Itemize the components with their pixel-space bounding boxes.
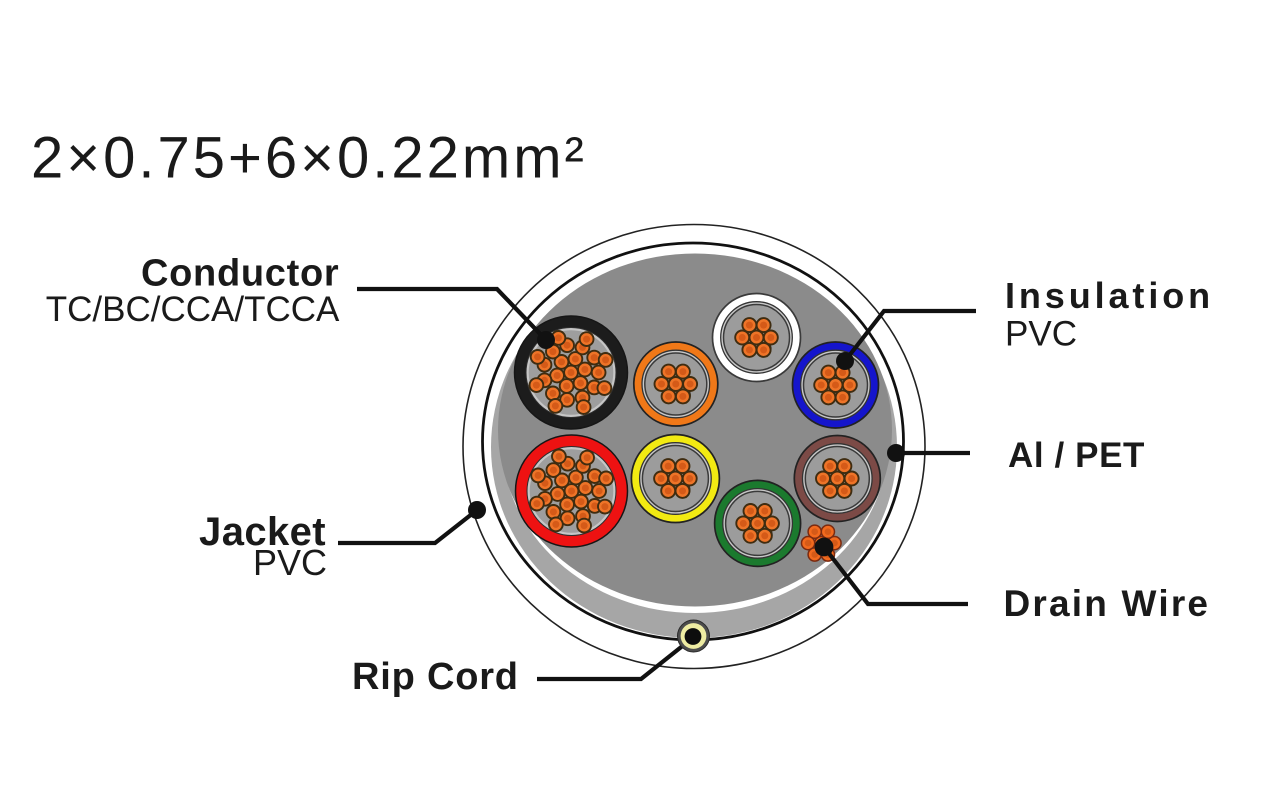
svg-text:Drain Wire: Drain Wire bbox=[1004, 583, 1211, 624]
svg-text:Conductor: Conductor bbox=[141, 253, 339, 295]
svg-text:Jacket: Jacket bbox=[199, 510, 326, 554]
svg-text:2×0.75+6×0.22mm²: 2×0.75+6×0.22mm² bbox=[31, 126, 587, 191]
svg-text:Insulation: Insulation bbox=[1005, 275, 1214, 316]
svg-text:TC/BC/CCA/TCCA: TC/BC/CCA/TCCA bbox=[46, 290, 340, 329]
svg-text:PVC: PVC bbox=[253, 542, 327, 583]
svg-text:PVC: PVC bbox=[1005, 315, 1077, 354]
svg-text:Rip Cord: Rip Cord bbox=[352, 656, 519, 698]
svg-text:Al / PET: Al / PET bbox=[1008, 436, 1145, 475]
